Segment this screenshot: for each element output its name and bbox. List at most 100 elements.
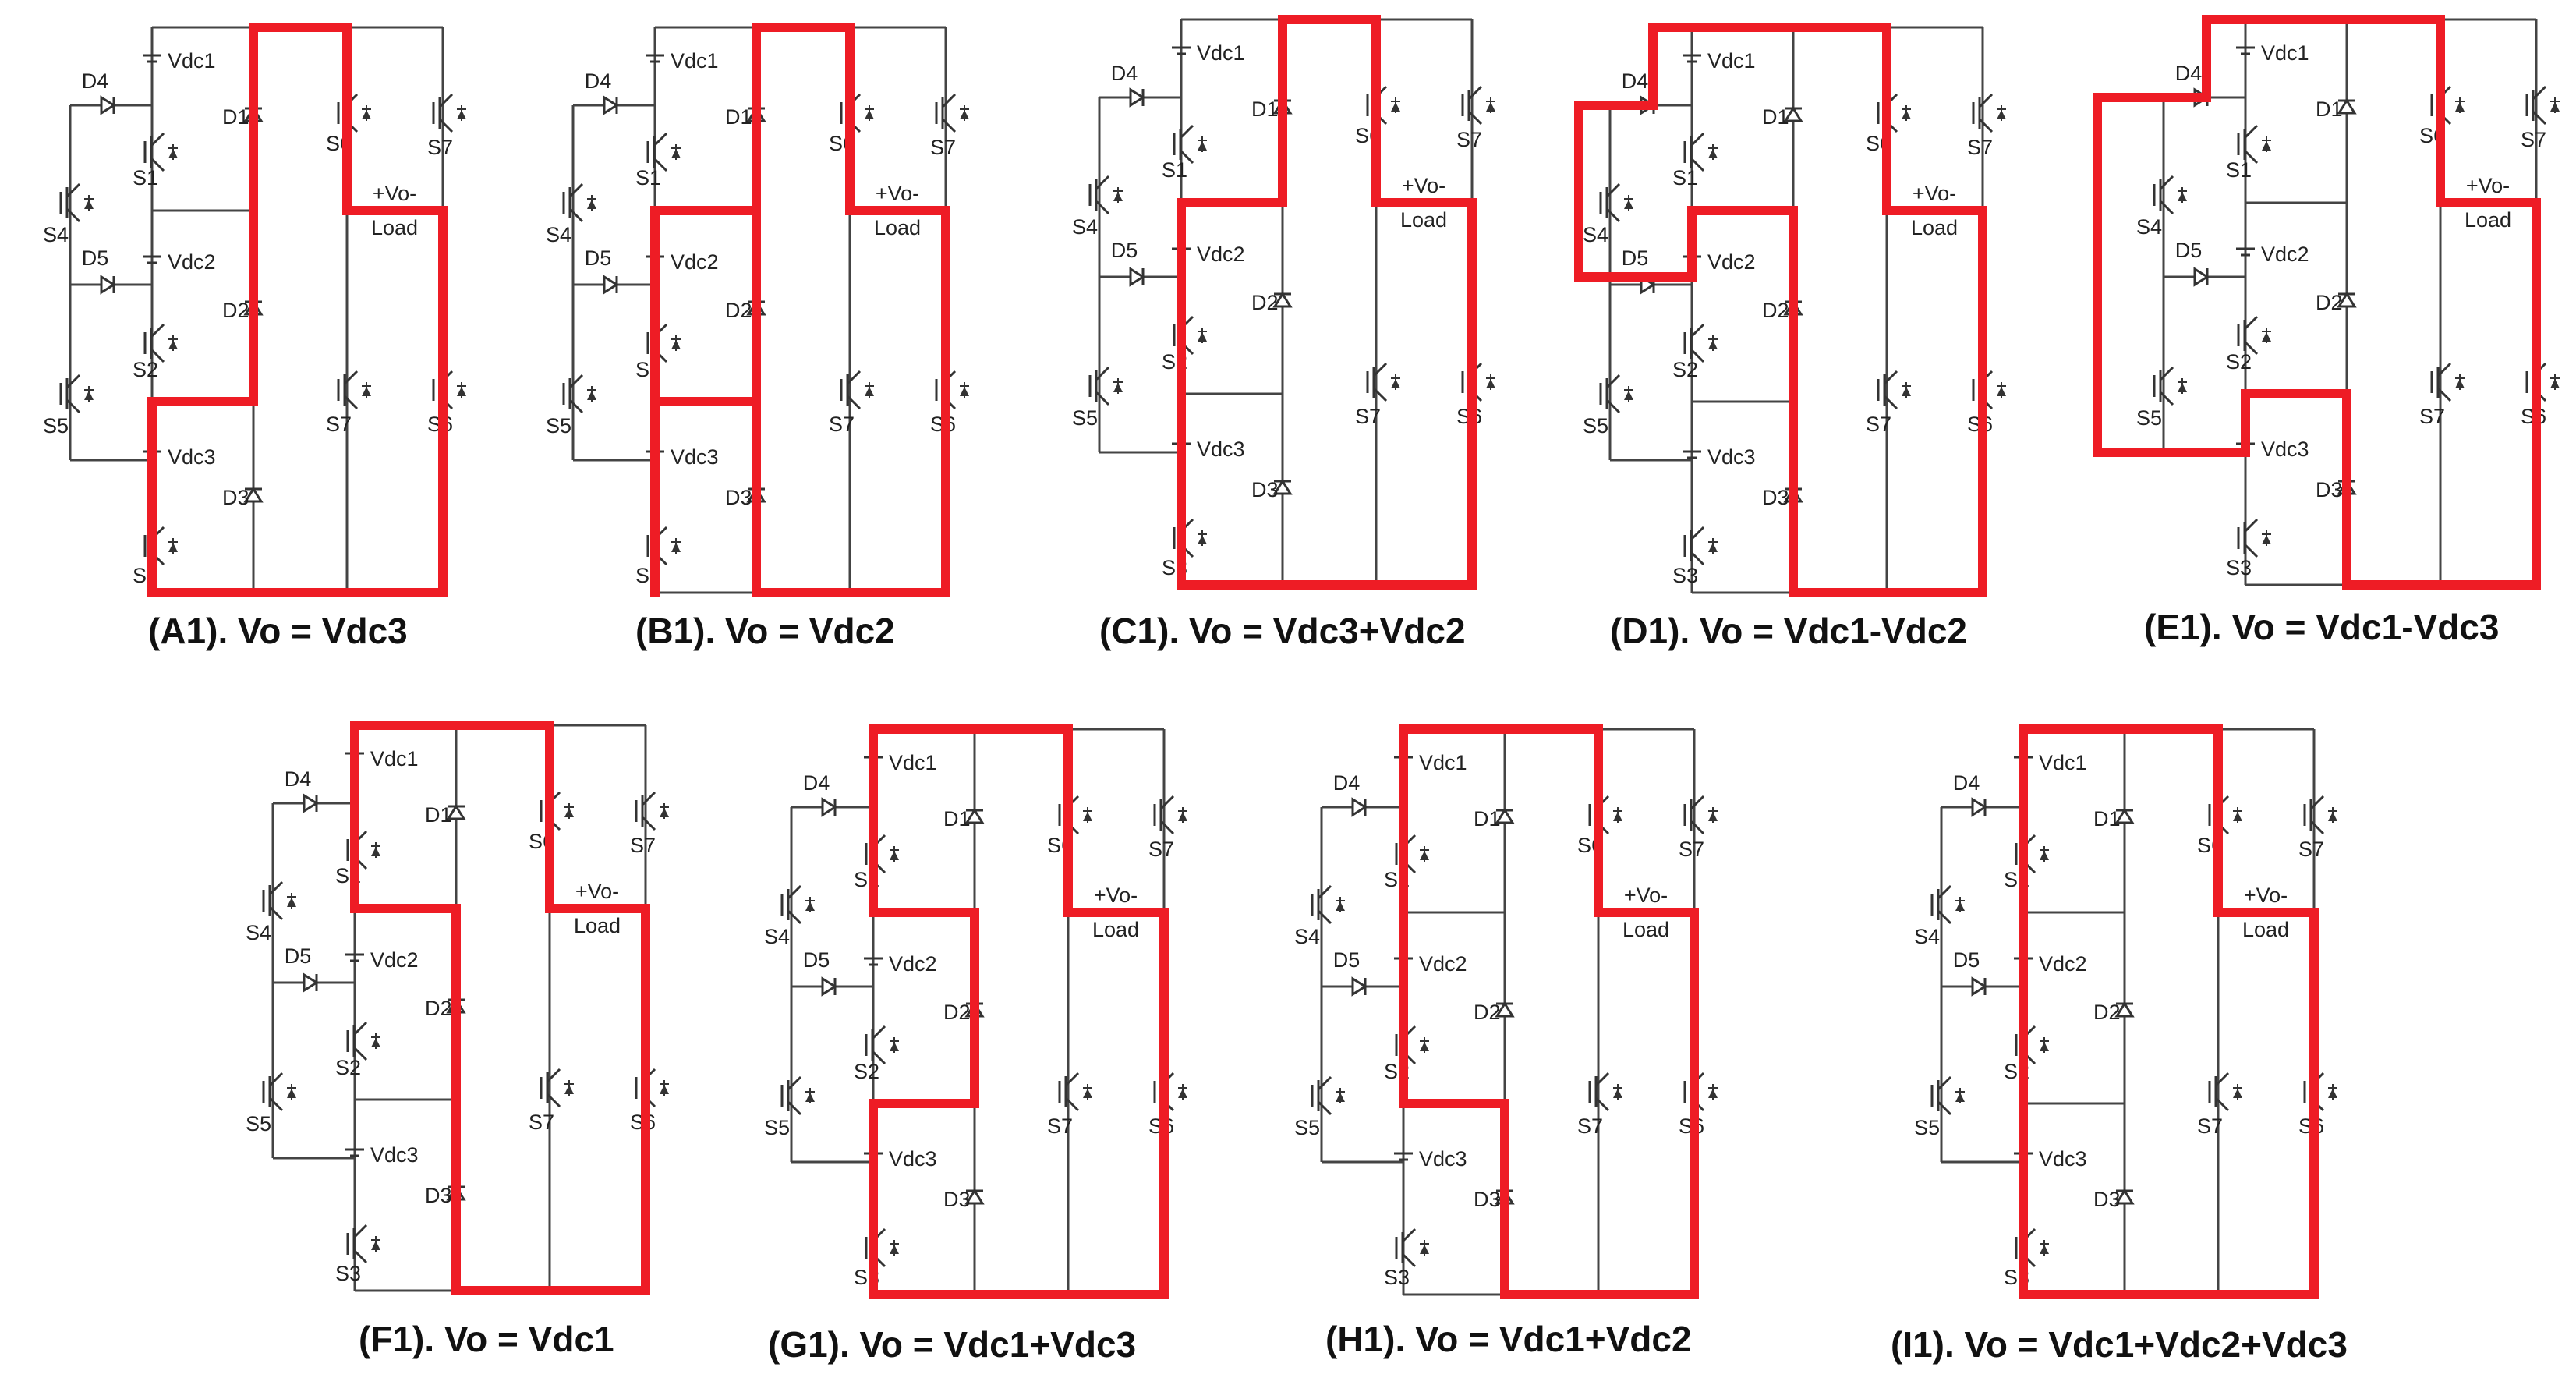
d2-label: D2 <box>222 299 249 322</box>
s5-label: S5 <box>1072 406 1098 430</box>
vdc3-label: Vdc3 <box>2261 437 2309 461</box>
switch-s7-icon <box>1461 85 1497 126</box>
vo-label: +Vo- <box>1094 884 1138 907</box>
switch-s7b-icon <box>337 370 373 410</box>
switch-s7b-icon <box>840 370 876 410</box>
vdc3-label: Vdc3 <box>889 1147 937 1171</box>
s1-label: S1 <box>1162 158 1187 182</box>
switch-s7b-icon <box>540 1068 575 1108</box>
d3-label: D3 <box>1474 1188 1501 1211</box>
s7b-label: S7 <box>1577 1114 1603 1138</box>
d5-label: D5 <box>803 948 830 972</box>
s7b-label: S7 <box>529 1110 554 1134</box>
diode-d4-icon <box>821 797 837 817</box>
d3-label: D3 <box>2093 1188 2121 1211</box>
s7b-label: S7 <box>326 413 352 436</box>
panel-caption: (E1). Vo = Vdc1-Vdc3 <box>2144 607 2499 647</box>
d1-label: D1 <box>2093 807 2121 831</box>
switch-s1-icon <box>1683 132 1719 172</box>
switch-s7-icon <box>935 93 971 133</box>
vdc3-label: Vdc3 <box>1419 1147 1467 1171</box>
s5-label: S5 <box>246 1112 271 1135</box>
switch-s2-icon <box>2237 315 2273 356</box>
s5-label: S5 <box>1583 414 1608 437</box>
switch-s4-icon <box>1599 182 1635 223</box>
s7b-label: S7 <box>829 413 855 436</box>
switch-s7b-icon <box>1058 1072 1094 1112</box>
vo-label: +Vo- <box>876 182 919 205</box>
s4-label: S4 <box>1072 215 1098 239</box>
switch-s4-icon <box>780 884 816 925</box>
s7b-label: S7 <box>2419 405 2445 428</box>
switch-s1-icon <box>646 132 682 172</box>
diode-d4-icon <box>303 793 318 813</box>
vo-label: +Vo- <box>373 182 416 205</box>
load-label: Load <box>1400 208 1447 232</box>
d2-label: D2 <box>2093 1001 2121 1024</box>
switch-s4-icon <box>59 182 95 223</box>
vdc2-label: Vdc2 <box>1419 952 1467 976</box>
switch-s3-icon <box>1683 526 1719 566</box>
d4-label: D4 <box>1622 69 1649 93</box>
d3-label: D3 <box>425 1184 452 1207</box>
s5-label: S5 <box>1914 1116 1940 1139</box>
d1-label: D1 <box>943 807 971 831</box>
d5-label: D5 <box>1333 948 1361 972</box>
vdc1-label: Vdc1 <box>370 747 419 770</box>
vdc3-label: Vdc3 <box>1197 437 1245 461</box>
s2-label: S2 <box>854 1060 879 1083</box>
s4-label: S4 <box>1294 925 1320 948</box>
current-path <box>1574 23 1987 597</box>
switch-s7-icon <box>1972 93 2008 133</box>
d1-label: D1 <box>425 803 452 827</box>
d4-label: D4 <box>585 69 612 93</box>
switch-s5-icon <box>1311 1075 1346 1116</box>
switch-s1-icon <box>143 132 179 172</box>
vdc2-label: Vdc2 <box>370 948 419 972</box>
load-label: Load <box>2242 918 2289 941</box>
panel-caption: (C1). Vo = Vdc3+Vdc2 <box>1099 611 1466 651</box>
s2-label: S2 <box>2226 350 2252 374</box>
panel-caption: (D1). Vo = Vdc1-Vdc2 <box>1610 611 1967 651</box>
switch-s7-icon <box>1683 795 1719 835</box>
switch-s4-icon <box>1311 884 1346 925</box>
load-label: Load <box>1911 216 1958 239</box>
switch-s7b-icon <box>2430 362 2466 402</box>
switch-s2-icon <box>1683 323 1719 363</box>
d5-label: D5 <box>1622 246 1649 270</box>
vdc3-label: Vdc3 <box>671 445 719 469</box>
s7-label: S7 <box>1148 838 1174 861</box>
current-path <box>1399 724 1699 1299</box>
load-label: Load <box>1622 918 1669 941</box>
d1-label: D1 <box>1474 807 1501 831</box>
diode-d5-icon <box>1129 267 1145 287</box>
s4-label: S4 <box>246 921 271 944</box>
d3-label: D3 <box>2316 478 2343 501</box>
current-path <box>650 23 950 597</box>
current-path <box>869 724 1169 1299</box>
vo-label: +Vo- <box>1402 174 1445 197</box>
vdc3-label: Vdc3 <box>1707 445 1756 469</box>
current-path <box>2093 15 2541 590</box>
s2-label: S2 <box>335 1056 361 1079</box>
s4-label: S4 <box>2136 215 2162 239</box>
vdc1-label: Vdc1 <box>1419 751 1467 774</box>
s1-label: S1 <box>635 166 661 190</box>
d3-label: D3 <box>943 1188 971 1211</box>
d2-label: D2 <box>425 997 452 1020</box>
diode-d4-icon <box>1351 797 1367 817</box>
s5-label: S5 <box>546 414 571 437</box>
diode-d4-icon <box>1971 797 1987 817</box>
d4-label: D4 <box>285 767 312 791</box>
vdc1-label: Vdc1 <box>671 49 719 73</box>
switch-s7b-icon <box>1877 370 1913 410</box>
diode-d5-icon <box>2193 267 2209 287</box>
s4-label: S4 <box>1583 223 1608 246</box>
switch-s7-icon <box>635 791 671 831</box>
switch-s1-icon <box>1173 124 1208 165</box>
s2-label: S2 <box>133 358 158 381</box>
switch-s1-icon <box>2237 124 2273 165</box>
d4-label: D4 <box>1953 771 1980 795</box>
d1-label: D1 <box>1251 97 1279 121</box>
